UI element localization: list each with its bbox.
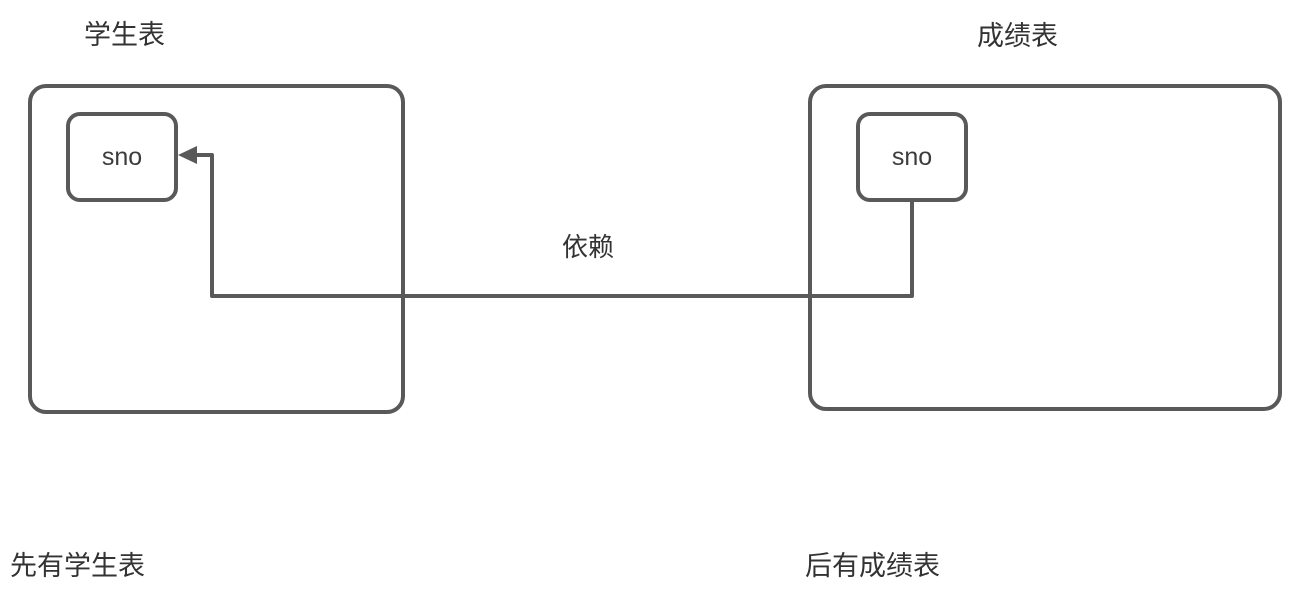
- score-sno-label: sno: [891, 142, 933, 171]
- right-table-title: 成绩表: [977, 21, 1058, 51]
- left-caption: 先有学生表: [10, 551, 145, 581]
- right-caption: 后有成绩表: [805, 551, 940, 581]
- left-table-title: 学生表: [84, 20, 165, 50]
- student-sno-label: sno: [101, 142, 143, 171]
- score-sno-field: sno: [856, 112, 968, 202]
- student-sno-field: sno: [66, 112, 178, 202]
- dependency-label: 依赖: [558, 232, 619, 262]
